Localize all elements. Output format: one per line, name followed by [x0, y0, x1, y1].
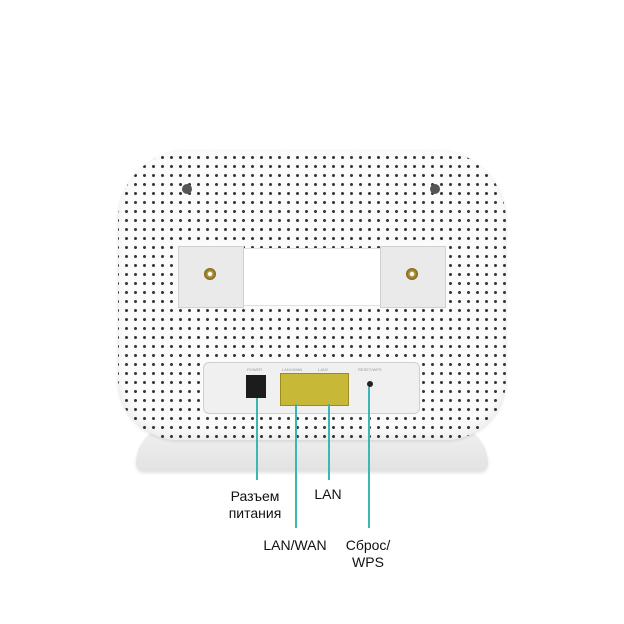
antenna-connector-icon: [204, 268, 216, 280]
mount-plate: [243, 248, 381, 306]
label-lan-wan: LAN/WAN: [263, 537, 327, 553]
power-jack: [246, 375, 266, 398]
ethernet-ports: [280, 373, 349, 406]
screw-hole: [182, 184, 192, 194]
label-power-line2: питания: [228, 505, 282, 521]
label-reset-line1: Сброс/: [345, 537, 391, 553]
label-power: Разъем питания: [215, 488, 295, 522]
antenna-mount-left: [178, 246, 244, 308]
label-reset-line2: WPS: [352, 554, 384, 570]
antenna-connector-icon: [406, 268, 418, 280]
power-leader-line: [256, 398, 258, 480]
screw-hole: [430, 184, 440, 194]
label-power-line1: Разъем: [230, 488, 280, 504]
port-label-power: POWER: [247, 367, 263, 372]
port-label-lan1: LAN1/WAN: [282, 367, 303, 372]
port-label-reset: RESET/WPS: [358, 367, 382, 372]
port-label-lan2: LAN2: [318, 367, 329, 372]
reset-leader-line: [368, 387, 370, 528]
lan-wan-leader-line: [295, 404, 297, 528]
lan-leader-line: [328, 404, 330, 480]
reset-button: [367, 381, 373, 387]
label-lan: LAN: [314, 486, 342, 502]
label-reset-wps: Сброс/ WPS: [333, 537, 403, 571]
